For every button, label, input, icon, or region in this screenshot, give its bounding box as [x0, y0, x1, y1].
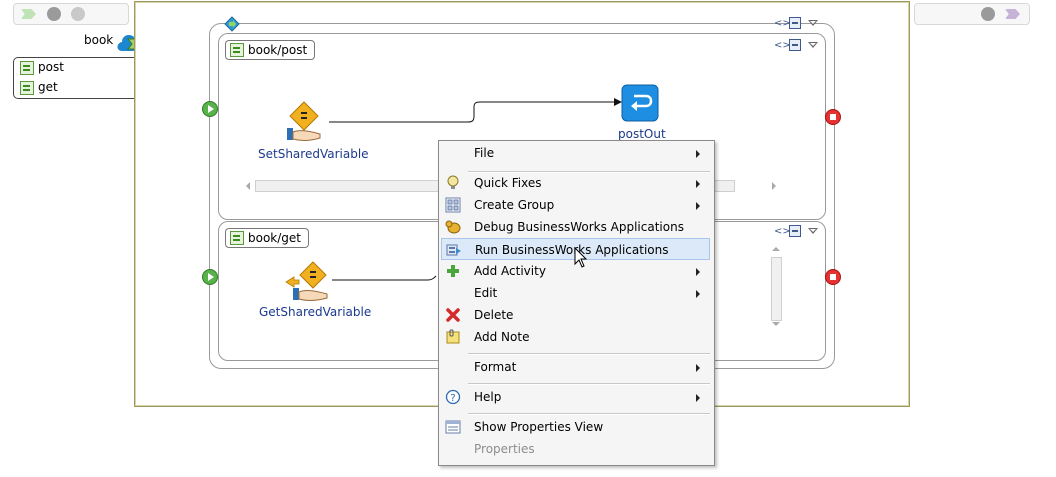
group-icon [445, 197, 461, 213]
process-start-icon[interactable] [224, 16, 240, 32]
menu-item-debug-bw-apps[interactable]: Debug BusinessWorks Applications [441, 216, 710, 238]
lane-menu-arrow[interactable] [808, 42, 818, 48]
submenu-arrow-icon [696, 394, 700, 402]
add-icon [447, 265, 459, 277]
run-icon [446, 244, 461, 256]
menu-item-show-properties-view[interactable]: Show Properties View [441, 416, 710, 438]
menu-item-label: Add Note [474, 330, 530, 344]
activity-label: SetSharedVariable [258, 147, 369, 161]
menu-separator [468, 171, 710, 173]
submenu-arrow-icon [696, 180, 700, 188]
menu-item-label: Properties [474, 442, 535, 456]
menu-item-label: File [474, 146, 495, 160]
mouse-cursor-icon [574, 247, 588, 268]
menu-item-label: Delete [474, 308, 514, 322]
help-icon: ? [445, 389, 461, 405]
menu-item-delete[interactable]: Delete [441, 304, 710, 326]
lane-menu-arrow[interactable] [808, 228, 818, 234]
operation-icon [20, 81, 34, 95]
cloud-icon[interactable] [71, 7, 85, 21]
vertical-scrollbar[interactable] [771, 257, 782, 321]
submenu-arrow-icon [696, 364, 700, 372]
lightbulb-icon [447, 175, 459, 189]
operation-icon [20, 61, 34, 75]
right-palette-toolbar [914, 3, 1030, 25]
menu-item-label: Format [474, 360, 517, 374]
menu-item-help[interactable]: ? Help [441, 386, 710, 408]
menu-item-format[interactable]: Format [441, 356, 710, 378]
menu-separator [468, 383, 710, 385]
menu-item-label: Run BusinessWorks Applications [475, 243, 669, 257]
menu-item-label: Add Activity [474, 264, 546, 278]
minimize-icon[interactable] [789, 39, 801, 51]
lane-title: book/get [248, 231, 301, 245]
menu-item-add-note[interactable]: Add Note [441, 326, 710, 348]
menu-item-properties[interactable]: Properties [441, 438, 710, 460]
menu-item-label: Debug BusinessWorks Applications [474, 220, 684, 234]
menu-separator [468, 413, 710, 415]
lane-start-icon[interactable] [202, 269, 218, 285]
scroll-up-icon[interactable] [772, 247, 780, 251]
info-icon[interactable] [981, 7, 995, 21]
menu-item-edit[interactable]: Edit [441, 282, 710, 304]
menu-item-label: Show Properties View [474, 420, 604, 434]
menu-item-create-group[interactable]: Create Group [441, 194, 710, 216]
get-shared-variable-icon[interactable] [284, 261, 330, 303]
minimize-icon[interactable] [789, 17, 801, 29]
menu-item-label: Create Group [474, 198, 555, 212]
transition-line[interactable] [332, 272, 442, 284]
process-menu-arrow[interactable] [808, 20, 818, 26]
submenu-arrow-icon [696, 268, 700, 276]
submenu-arrow-icon [696, 290, 700, 298]
collapse-toggle-icon[interactable]: <> [774, 40, 791, 51]
lane-title: book/post [248, 43, 308, 57]
menu-item-quick-fixes[interactable]: Quick Fixes [441, 172, 710, 194]
operation-label: post [38, 60, 64, 74]
submenu-arrow-icon [696, 202, 700, 210]
note-icon [446, 329, 460, 344]
menu-item-label: Help [474, 390, 502, 404]
toggle-arrow-icon[interactable] [21, 9, 36, 19]
menu-item-label: Quick Fixes [474, 176, 542, 190]
delete-icon [446, 308, 460, 322]
menu-item-file[interactable]: File [441, 142, 710, 164]
submenu-arrow-icon [696, 150, 700, 158]
set-shared-variable-icon[interactable] [284, 101, 324, 143]
activity-label: GetSharedVariable [259, 305, 372, 319]
properties-view-icon [445, 420, 461, 434]
collapse-toggle-icon[interactable]: <> [774, 226, 791, 237]
lane-title-tag: book/get [225, 228, 309, 248]
lane-stop-icon[interactable] [825, 269, 841, 285]
reply-icon[interactable] [621, 84, 659, 122]
debug-icon [445, 220, 461, 234]
left-palette-toolbar [13, 3, 129, 25]
operation-label: get [38, 80, 58, 94]
lane-title-tag: book/post [225, 40, 316, 60]
menu-item-label: Edit [474, 286, 498, 300]
info-icon[interactable] [47, 7, 61, 21]
toggle-arrow-icon[interactable] [1005, 9, 1020, 19]
minimize-icon[interactable] [789, 225, 801, 237]
operation-icon [230, 231, 244, 245]
context-menu: File Quick Fixes Create Group Debug Busi… [438, 140, 715, 466]
scroll-left-icon[interactable] [246, 182, 250, 190]
scroll-down-icon[interactable] [772, 322, 780, 326]
menu-item-add-activity[interactable]: Add Activity [441, 260, 710, 282]
transition-line[interactable] [328, 96, 628, 126]
activity-label: postOut [618, 127, 666, 141]
scroll-right-icon[interactable] [772, 182, 776, 190]
service-name: book [84, 33, 114, 47]
svg-text:?: ? [450, 393, 455, 404]
operation-icon [230, 43, 244, 57]
menu-separator [468, 353, 710, 355]
lane-start-icon[interactable] [202, 101, 218, 117]
lane-stop-icon[interactable] [825, 109, 841, 125]
collapse-toggle-icon[interactable]: <> [774, 18, 791, 29]
